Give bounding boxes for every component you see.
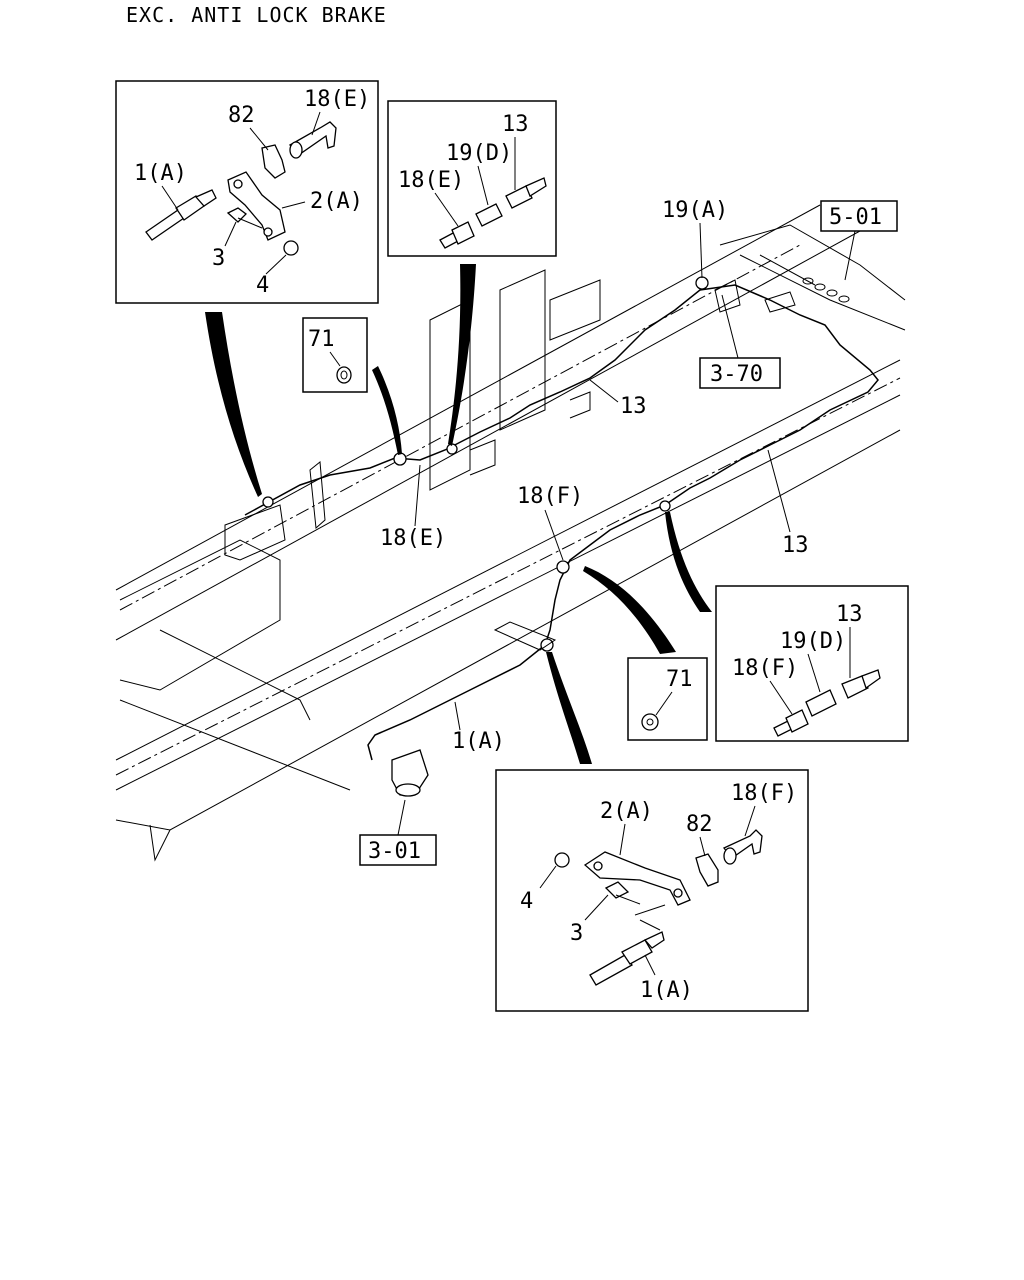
callout-top-middle xyxy=(448,264,476,446)
callout-top-left xyxy=(205,312,262,497)
inset-b-label-82: 82 xyxy=(686,812,713,837)
inset-tm-label-13: 13 xyxy=(502,112,529,137)
inset-tl-label-4: 4 xyxy=(256,273,269,298)
ref-box-3-01-label: 3-01 xyxy=(368,839,421,864)
inset-tl-label-18e: 18(E) xyxy=(304,87,370,112)
callout-bottom xyxy=(546,652,592,764)
main-label-1a: 1(A) xyxy=(452,729,505,754)
callout-71-upper xyxy=(372,366,402,455)
inset-tl-label-82: 82 xyxy=(228,103,255,128)
inset-top-middle: 13 19(D) 18(E) xyxy=(387,100,557,257)
ref-box-3-01[interactable]: 3-01 xyxy=(359,834,437,866)
callout-71-lower xyxy=(583,566,676,654)
diagram-title: EXC. ANTI LOCK BRAKE xyxy=(126,3,387,27)
chassis-frame xyxy=(115,204,906,862)
inset-tm-label-18e: 18(E) xyxy=(398,168,464,193)
inset-b-label-4: 4 xyxy=(520,889,533,914)
ref-box-5-01-label: 5-01 xyxy=(829,205,882,230)
main-label-13-lower: 13 xyxy=(782,533,809,558)
inset-71-upper-label: 71 xyxy=(308,327,335,352)
main-label-19a: 19(A) xyxy=(662,198,728,223)
inset-mid-right: 13 19(D) 18(F) xyxy=(715,585,909,742)
ref-box-3-70[interactable]: 3-70 xyxy=(699,357,781,389)
inset-mr-label-18f: 18(F) xyxy=(732,656,798,681)
inset-mr-label-13: 13 xyxy=(836,602,863,627)
brake-pipe-13-upper xyxy=(244,281,706,516)
inset-tl-label-3: 3 xyxy=(212,246,225,271)
inset-tl-label-2a: 2(A) xyxy=(310,189,363,214)
inset-b-label-1a: 1(A) xyxy=(640,978,693,1003)
inset-tm-label-19d: 19(D) xyxy=(446,141,512,166)
inset-71-upper: 71 xyxy=(302,317,368,393)
main-label-13-upper: 13 xyxy=(620,394,647,419)
brake-pipe-1a xyxy=(367,504,666,761)
main-label-18e: 18(E) xyxy=(380,526,446,551)
master-cylinder xyxy=(391,749,429,797)
inset-top-left: 82 18(E) 1(A) 2(A) 3 4 xyxy=(115,80,379,304)
callout-mid-right xyxy=(665,512,712,612)
inset-mr-label-19d: 19(D) xyxy=(780,629,846,654)
inset-b-label-2a: 2(A) xyxy=(600,799,653,824)
inset-b-label-18f: 18(F) xyxy=(731,781,797,806)
ref-box-5-01[interactable]: 5-01 xyxy=(820,200,898,232)
inset-71-lower: 71 xyxy=(627,657,708,741)
inset-tl-label-1a: 1(A) xyxy=(134,161,187,186)
inset-71-lower-label: 71 xyxy=(666,667,693,692)
ref-box-3-70-label: 3-70 xyxy=(710,362,763,387)
main-label-18f: 18(F) xyxy=(517,484,583,509)
inset-b-label-3: 3 xyxy=(570,921,583,946)
inset-bottom: 18(F) 2(A) 82 4 3 1(A) xyxy=(495,769,809,1012)
